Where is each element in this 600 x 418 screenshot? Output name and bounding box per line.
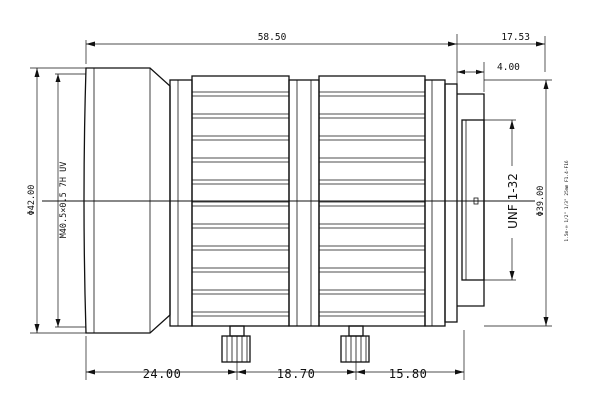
lens-body	[83, 67, 485, 334]
dim-mount-thread: M40.5×0.5 7H UV	[55, 73, 86, 328]
dim-front-diameter: Φ42.00	[27, 67, 86, 334]
front-barrel-length-text: 24.00	[143, 367, 182, 381]
dim-bottom-chain: 24.00 18.70 15.80	[85, 330, 465, 381]
rear-flange	[424, 79, 446, 327]
focus-ring-length-text: 18.70	[277, 367, 316, 381]
front-diameter-text: Φ42.00	[27, 185, 37, 216]
iris-ring-grip	[319, 91, 425, 317]
rear-protrusion-text: 17.53	[501, 32, 530, 43]
dim-rear-diameter: Φ39.00	[484, 79, 552, 327]
dim-overall-length: 58.50	[85, 32, 458, 92]
rear-diameter-text: Φ39.00	[536, 186, 546, 217]
dim-rear-thread: UNF 1-32	[484, 119, 520, 281]
mount-thread-text: M40.5×0.5 7H UV	[59, 162, 69, 239]
rear-mount	[457, 93, 485, 307]
flange-step-text: 4.00	[497, 62, 520, 73]
ring-separator	[288, 79, 320, 327]
lock-screw-focus	[221, 325, 251, 363]
side-label: 1.5m-∞ 1/2" 1/3" 25mm F1.4-F16	[564, 160, 570, 242]
rear-thread-text: UNF 1-32	[506, 173, 520, 229]
overall-length-text: 58.50	[258, 32, 287, 43]
focus-ring-grip	[192, 91, 289, 317]
mount-thread	[461, 119, 485, 281]
dim-flange-step: 4.00	[457, 62, 520, 92]
rear-step	[444, 83, 458, 323]
collar	[169, 79, 193, 327]
lock-screw-iris	[340, 325, 370, 363]
dim-rear-protrusion: 17.53	[457, 32, 546, 72]
iris-ring-length-text: 15.80	[389, 367, 428, 381]
